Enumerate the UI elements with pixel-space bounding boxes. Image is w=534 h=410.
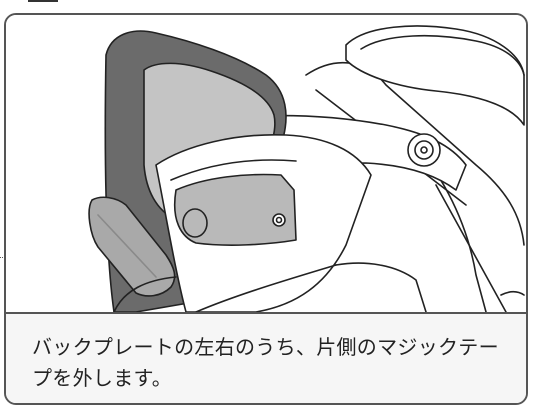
plate-hole-large: [182, 208, 208, 238]
caption-box: バックプレートの左右のうち、片側のマジックテープを外します。: [6, 312, 526, 403]
velcro-strap: [88, 196, 176, 297]
velcro-strap-crease: [97, 214, 157, 278]
armrest-shell: [345, 25, 525, 126]
seat-side-edge-2: [435, 184, 507, 312]
pivot-outer: [407, 133, 441, 167]
seat-base-rim: [170, 159, 297, 181]
seat-shell-outline: [305, 61, 525, 246]
pivot-center: [420, 146, 428, 154]
instruction-card: バックプレートの左右のうち、片側のマジックテープを外します。: [4, 13, 528, 405]
plate-screw-outer: [272, 213, 286, 227]
cushion-line-1: [113, 276, 177, 312]
instruction-caption: バックプレートの左右のうち、片側のマジックテープを外します。: [32, 335, 499, 390]
plate-screw-inner: [275, 216, 283, 224]
armrest-inner-line: [360, 35, 525, 76]
cushion-line-2: [195, 264, 337, 312]
cushion-line-3: [335, 262, 427, 312]
pivot-inner: [414, 140, 434, 160]
corner-detail: [500, 290, 525, 296]
car-seat-backplate-velcro-illustration-icon: [88, 25, 525, 312]
seat-illustration: [6, 15, 526, 312]
previous-card-edge: [28, 0, 58, 2]
